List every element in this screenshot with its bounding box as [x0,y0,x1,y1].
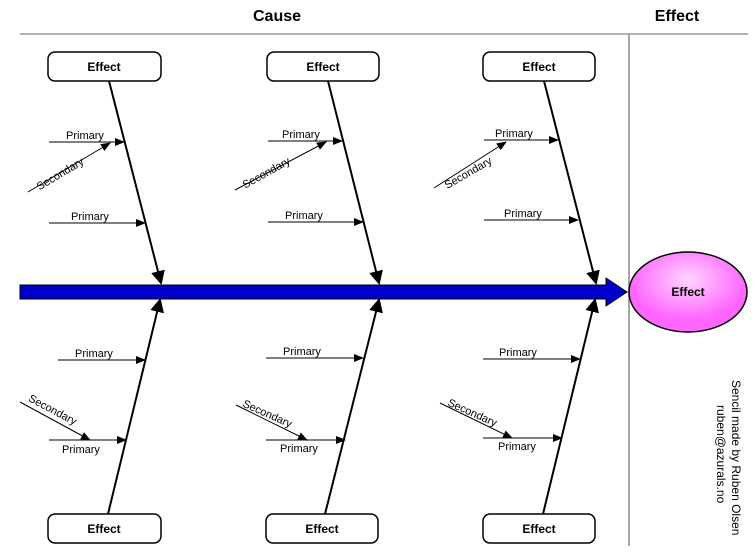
top-3-primary-1-label: Primary [495,128,533,140]
top-box-3-label: Effect [522,60,555,74]
top-bone-1 [108,80,165,285]
top-1-secondary-arrow [27,142,111,193]
top-bone-3 [543,80,600,285]
credit-author: Sencil made by Ruben Olsen [729,380,743,535]
top-1-primary-2-label: Primary [71,211,109,223]
bottom-1-primary-1-label: Primary [75,348,113,360]
spine-arrow [19,277,628,307]
bottom-1-primary-2-label: Primary [62,444,100,456]
bottom-3-primary-2-label: Primary [498,441,536,453]
bottom-bone-3 [542,298,599,515]
top-2-secondary-arrow [234,141,327,191]
top-box-1-label: Effect [87,60,120,74]
top-3-primary-2-label: Primary [504,208,542,220]
bottom-1-secondary-arrow [19,401,91,441]
top-bone-2 [327,80,383,285]
credit-email: ruben@azurals.no [714,405,728,504]
head-effect-label: Effect [671,285,704,299]
bottom-2-secondary-arrow [235,404,308,441]
top-1-primary-1-label: Primary [66,130,104,142]
top-3-secondary-label: Secondary [443,155,495,192]
top-box-2[interactable]: Effect [266,51,380,82]
effect-header: Effect [655,8,700,25]
bottom-2-primary-1-label: Primary [283,346,321,358]
bottom-box-3[interactable]: Effect [482,513,596,544]
bottom-box-2-label: Effect [305,522,338,536]
bottom-1-secondary-label: Secondary [26,393,79,429]
top-3-secondary-arrow [433,141,507,189]
bottom-bone-2 [324,298,383,515]
top-box-2-label: Effect [306,60,339,74]
bottom-box-3-label: Effect [522,522,555,536]
top-1-secondary-label: Secondary [35,155,87,193]
top-2-primary-2-label: Primary [285,210,323,222]
head-effect[interactable]: Effect [628,251,748,333]
bottom-bone-1 [107,298,164,515]
top-box-1[interactable]: Effect [47,51,162,82]
bottom-3-secondary-label: Secondary [446,397,499,430]
top-2-secondary-label: Secondary [241,155,293,191]
bottom-3-secondary-arrow [439,402,513,439]
bottom-2-secondary-label: Secondary [241,398,294,431]
top-2-primary-1-label: Primary [282,129,320,141]
cause-header: Cause [253,8,301,25]
bottom-3-primary-1-label: Primary [499,347,537,359]
bottom-box-1-label: Effect [87,522,120,536]
top-box-3[interactable]: Effect [482,51,596,82]
bottom-box-2[interactable]: Effect [265,513,379,544]
bottom-box-1[interactable]: Effect [47,513,162,544]
bottom-2-primary-2-label: Primary [280,443,318,455]
